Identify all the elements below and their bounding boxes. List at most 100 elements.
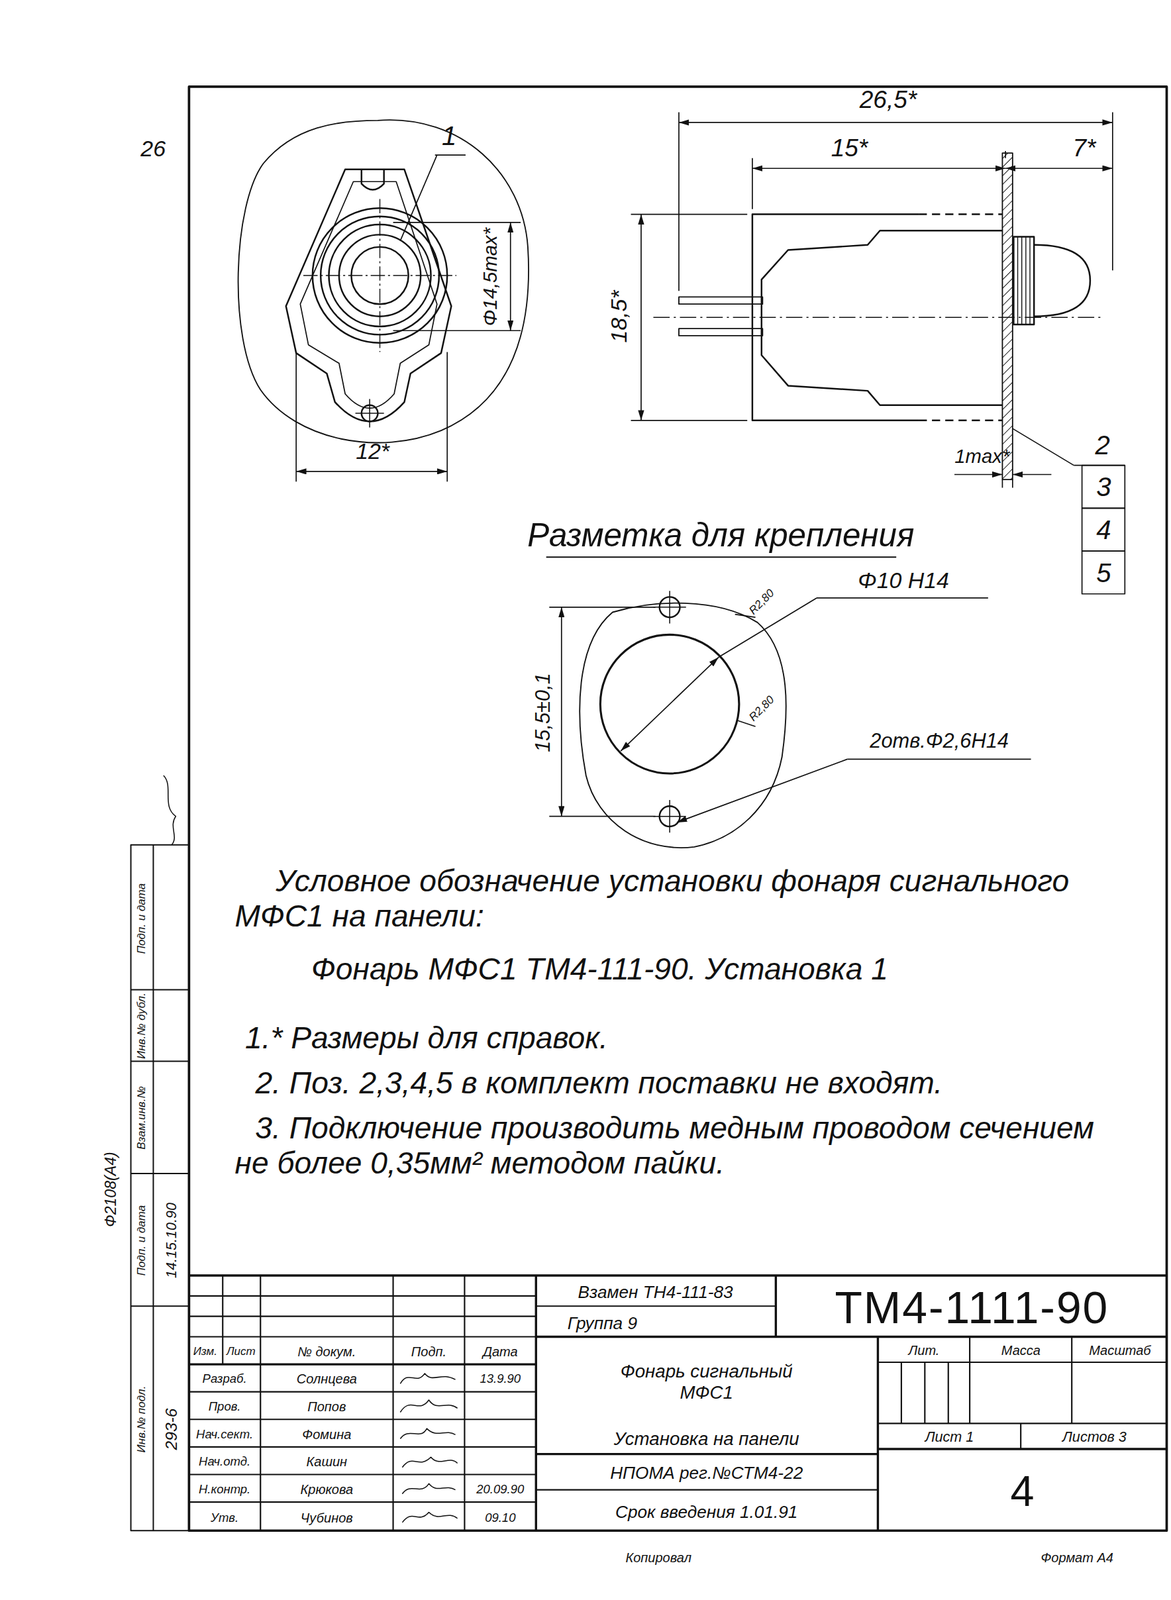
title-block [259,1275,261,1531]
note-text: 1.* Размеры для справок. [245,1020,609,1056]
signature-scribble [402,1483,456,1494]
dimension-lines [631,419,748,422]
signature-scribble [400,1373,458,1523]
dimension-text: R2,80 [746,693,777,724]
dimension-lines [560,607,563,817]
mounting-marking [546,557,897,848]
footer-text: Копировал [625,1550,691,1566]
drawing-sheet [131,86,1168,1531]
table-cell: Разраб. [202,1372,248,1387]
stamp-value: 14.15.10.90 [163,1202,181,1279]
dimension-lines [678,121,1113,124]
stamp-label: Подп. и дата [135,1205,150,1276]
table-cell: Масштаб [1088,1343,1151,1359]
side-view [1021,236,1022,325]
dimension-lines [816,597,989,599]
note-text: Фонарь МФС1 ТМ4-111-90. Установка 1 [311,951,889,987]
title-block [188,1446,536,1448]
dimension-lines [549,815,656,818]
dimension-lines [549,606,656,609]
stamp-label: Инв.№ дубл. [135,992,150,1060]
sheet-frame [188,86,1167,1531]
drawing-title: Фонарь сигнальный МФС1 [619,1361,794,1404]
title-block [877,1361,1167,1364]
dimension-lines [954,474,1003,476]
stamp-label: Взам.инв.№ [135,1086,150,1150]
dimension-lines [640,214,642,421]
title-block [968,1336,971,1424]
title-block [876,1336,879,1531]
side-view [1018,236,1030,325]
table-cell: 09.10 [484,1510,516,1525]
front-view [303,274,457,276]
dimension-lines [400,154,437,241]
dimension-text: Φ10 H14 [857,566,950,593]
mounting-marking [653,590,686,833]
dimension-text: R2,80 [746,586,777,618]
table-cell: Лист [226,1345,256,1359]
title-block [188,1363,536,1366]
front-view [368,398,371,428]
dimension-text: 7* [1072,133,1097,163]
table-cell: НПОМА рег.№СТМ4-22 [610,1463,803,1483]
table-cell: Утв. [210,1510,239,1525]
table-cell: Чубинов [300,1510,354,1527]
dimension-lines [620,657,719,752]
signature-scribble [400,1400,458,1413]
dimension-text: 26,5* [859,86,917,115]
table-cell: Фомина [302,1426,352,1442]
dimension-lines [1112,111,1114,271]
mounting-marking [600,634,740,774]
title-block [535,1453,878,1456]
title-block [188,1418,536,1421]
dimension-lines [847,759,1031,761]
note-text: 2. Поз. 2,3,4,5 в комплект поставки не в… [254,1065,943,1101]
side-view [918,213,1003,215]
stamp-value: 293-6 [162,1408,181,1450]
table-cell: Масса [1001,1343,1041,1359]
mounting-marking [668,800,671,833]
table-cell: Нач.отд. [198,1455,251,1470]
title-block [774,1275,777,1337]
front-view [286,169,452,422]
dimension-lines [1012,479,1014,488]
dimension-lines [718,598,817,658]
footer-text: Формат А4 [1040,1550,1113,1566]
dimension-text: Φ14,5max* [478,227,502,326]
stamp-strip [131,845,190,1531]
title-block [188,1295,536,1297]
stamp-label: Инв.№ подл. [135,1385,150,1453]
callout-number: 5 [1096,557,1111,589]
front-view [300,181,437,408]
callout-number: 4 [1096,514,1111,546]
mounting-marking [546,556,897,558]
callout-number: 3 [1096,471,1111,503]
section-heading: Разметка для крепления [527,515,915,554]
dimension-text: 2отв.Φ2,6H14 [869,729,1009,753]
dimension-text: 18,5* [606,290,632,343]
side-view [653,152,1101,480]
title-block [947,1362,950,1424]
signature-scribble [400,1373,456,1384]
note-text: 3. Подключение производить медным провод… [235,1110,1134,1181]
dimension-lines [676,759,848,823]
title-block [1070,1336,1073,1424]
dimension-lines [1012,428,1074,465]
dimension-lines [1004,151,1007,159]
dimension-text: 1max* [954,445,1010,468]
front-view [361,169,385,191]
table-cell: Солнцева [296,1371,357,1387]
title-block [188,1275,1167,1531]
table-cell: 20.09.90 [476,1482,524,1497]
dimension-text: 15,5±0,1 [531,672,555,753]
dimension-lines [393,221,522,224]
callout-number: 1 [441,120,457,152]
table-cell: Н.контр. [198,1482,251,1497]
dimension-lines [1002,479,1004,488]
title-block [463,1275,465,1531]
signature-scribble [400,1428,456,1439]
table-cell: Лит. [908,1343,940,1359]
side-view [678,296,763,305]
title-block [535,1489,878,1491]
